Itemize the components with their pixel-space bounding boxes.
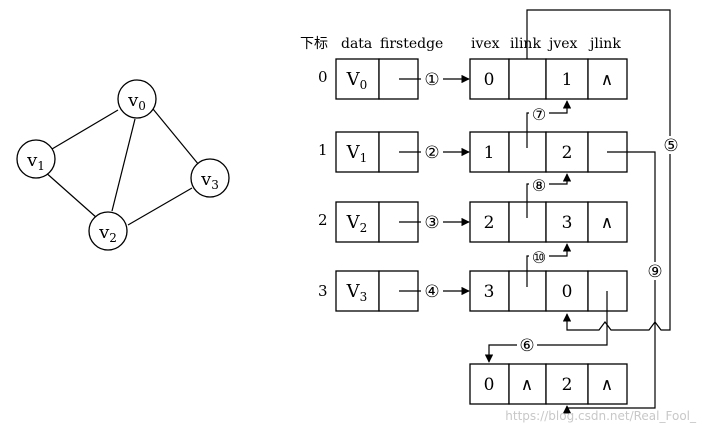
vertex-name: V	[346, 212, 361, 233]
jvex-value: 2	[562, 375, 573, 395]
watermark: https://blog.csdn.net/Real_Fool_	[505, 409, 697, 423]
svg-text:V1: V1	[346, 142, 368, 165]
mark-edge-3: ④	[424, 282, 439, 302]
jlink-value: ∧	[601, 375, 613, 395]
edge-node-3: 3 0	[469, 270, 628, 312]
vertex-subscript: 2	[109, 231, 117, 245]
vertex-subscript: 0	[138, 99, 146, 113]
vertex-subscript: 3	[360, 290, 368, 304]
vertex-letter: v	[127, 90, 139, 111]
vertex-subscript: 2	[360, 221, 368, 235]
header-data: data	[341, 36, 372, 52]
mark-link-5: ⑤	[663, 136, 678, 156]
graph-vertex-v1: v1	[16, 139, 56, 179]
graph-edge-v1-v2	[43, 170, 98, 219]
mark-edge-1: ②	[424, 143, 439, 163]
header-firstedge: firstedge	[380, 36, 443, 52]
link-line-5	[526, 9, 671, 331]
vertex-name: V	[346, 142, 361, 163]
vertex-letter: v	[98, 222, 110, 243]
jlink-value: ∧	[601, 70, 613, 90]
edge-node-2: 2 3 ∧	[469, 201, 628, 243]
header-index: 下标	[300, 36, 328, 52]
jvex-value: 2	[562, 143, 573, 163]
edge-node-0: 0 1 ∧	[469, 58, 628, 100]
graph-edge-v0-v1	[51, 109, 119, 150]
vertex-letter: v	[200, 169, 212, 190]
column-headers: 下标 data firstedge ivex ilink jvex jlink	[300, 36, 621, 52]
jvex-value: 3	[562, 213, 573, 233]
edge-node-1: 1 2	[469, 131, 628, 173]
mark-edge-2: ③	[424, 213, 439, 233]
ivex-value: 0	[484, 70, 495, 90]
vertex-row-0: 0 V0	[318, 58, 419, 100]
svg-text:V0: V0	[346, 69, 368, 92]
edge-node-4: 0 ∧ 2 ∧	[469, 363, 628, 405]
graph-edge-v2-v3	[127, 187, 193, 226]
ivex-value: 0	[484, 375, 495, 395]
graph-edge-v0-v2	[111, 118, 136, 212]
mark-link-6: ⑥	[519, 336, 534, 356]
ivex-value: 1	[484, 143, 495, 163]
jlink-value: ∧	[601, 213, 613, 233]
header-jlink: jlink	[588, 36, 621, 52]
vertex-data-cell	[335, 270, 380, 312]
vertex-index: 0	[318, 68, 328, 86]
mark-link-10: ⑩	[532, 248, 546, 267]
svg-text:v0: v0	[127, 90, 146, 113]
edge-nodes: 0 1 ∧ 1 2 2 3 ∧	[469, 58, 628, 405]
vertex-name: V	[346, 69, 361, 90]
ivex-value: 2	[484, 213, 495, 233]
ivex-value: 3	[484, 282, 495, 302]
vertex-index: 2	[318, 211, 328, 229]
long-link-lines	[484, 9, 671, 414]
mark-edge-0: ①	[424, 70, 439, 90]
vertex-row-2: 2 V2	[318, 201, 419, 243]
vertex-index: 1	[318, 141, 328, 159]
svg-text:v2: v2	[98, 222, 117, 245]
link-line-6	[484, 291, 608, 363]
ilink-value: ∧	[521, 375, 533, 395]
vertex-letter: v	[26, 150, 38, 171]
mark-link-7: ⑦	[532, 105, 546, 124]
header-ilink: ilink	[510, 36, 541, 52]
svg-text:V3: V3	[346, 281, 368, 304]
graph-vertex-v3: v3	[190, 158, 230, 198]
vertex-subscript: 1	[37, 159, 45, 173]
mark-link-9: ⑨	[647, 262, 662, 282]
graph-edge-v0-v3	[152, 108, 200, 166]
firstedge-arrows	[399, 74, 470, 296]
jvex-value: 0	[562, 282, 573, 302]
svg-text:v1: v1	[26, 150, 45, 173]
vertex-data-cell	[335, 58, 380, 100]
vertex-table: 0 V0 1 V1 2 V2 3	[318, 58, 419, 312]
header-jvex: jvex	[547, 36, 578, 52]
header-ivex: ivex	[471, 36, 500, 52]
undirected-graph	[43, 108, 200, 226]
vertex-index: 3	[318, 282, 328, 300]
vertex-row-1: 1 V1	[318, 131, 419, 173]
link-marks: ① ② ③ ④ ⑦ ⑧ ⑩ ⑤ ⑨ ⑥	[421, 70, 681, 356]
vertex-subscript: 1	[360, 151, 368, 165]
graph-vertex-v0: v0	[117, 79, 157, 119]
jvex-value: 1	[562, 70, 573, 90]
vertex-name: V	[346, 281, 361, 302]
svg-text:v3: v3	[200, 169, 219, 192]
link-line-9	[562, 151, 656, 414]
mark-link-8: ⑧	[532, 176, 546, 195]
svg-text:V2: V2	[346, 212, 368, 235]
graph-vertex-v2: v2	[88, 211, 128, 251]
vertex-subscript: 0	[360, 78, 368, 92]
vertex-subscript: 3	[211, 178, 219, 192]
